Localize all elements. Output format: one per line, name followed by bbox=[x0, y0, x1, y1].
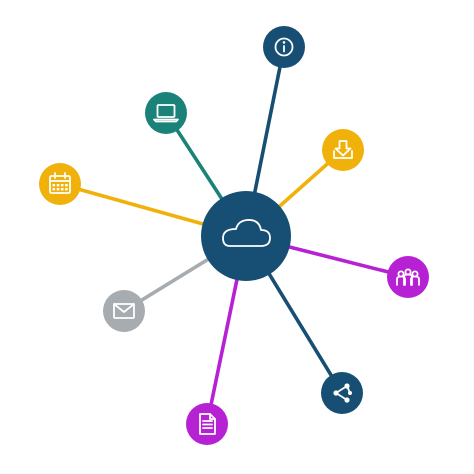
node-mail[interactable] bbox=[103, 290, 145, 332]
calendar-icon bbox=[49, 172, 71, 194]
download-icon bbox=[333, 140, 353, 159]
node-download[interactable] bbox=[322, 129, 364, 171]
laptop-icon bbox=[153, 104, 179, 123]
mail-icon bbox=[113, 303, 135, 319]
info-icon bbox=[274, 37, 294, 57]
node-document[interactable] bbox=[186, 403, 228, 445]
hub-circle[interactable] bbox=[201, 191, 291, 281]
share-icon bbox=[333, 383, 352, 403]
cloud-icon bbox=[222, 219, 271, 247]
node-calendar[interactable] bbox=[39, 163, 81, 205]
node-people[interactable] bbox=[387, 256, 429, 298]
document-icon bbox=[199, 413, 216, 435]
node-laptop[interactable] bbox=[145, 92, 187, 134]
hub-node bbox=[201, 191, 291, 281]
node-info[interactable] bbox=[263, 26, 305, 68]
people-icon bbox=[396, 268, 420, 286]
satellite-nodes bbox=[39, 26, 429, 445]
node-share[interactable] bbox=[321, 372, 363, 414]
